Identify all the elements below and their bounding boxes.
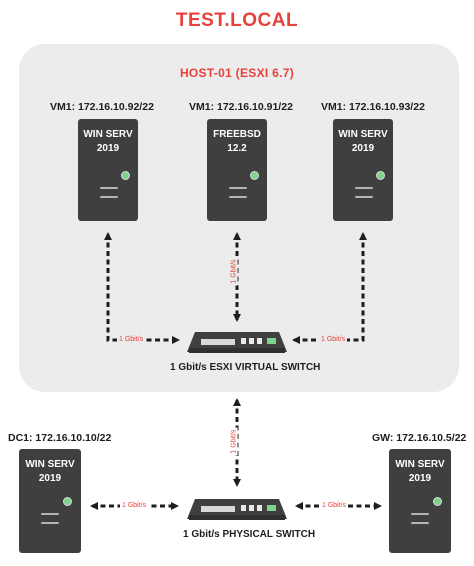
server-os-name: WIN SERV bbox=[25, 459, 75, 470]
vm-right-label: VM1: 172.16.10.93/22 bbox=[321, 101, 425, 113]
link-vm-left bbox=[104, 232, 180, 344]
vm-center-label: VM1: 172.16.10.91/22 bbox=[189, 101, 293, 113]
server-os-name: WIN SERV bbox=[83, 129, 133, 140]
power-led-icon bbox=[433, 497, 442, 506]
drive-slot bbox=[100, 196, 118, 198]
vm-left-server[interactable]: WIN SERV 2019 bbox=[78, 119, 138, 221]
speed-label-uplink: 1 Gbit/s bbox=[230, 427, 238, 456]
drive-slot bbox=[100, 187, 118, 189]
dc-label: DC1: 172.16.10.10/22 bbox=[8, 432, 112, 444]
drive-slot bbox=[41, 522, 59, 524]
drive-slot bbox=[411, 522, 429, 524]
speed-label-gw: 1 Gbit/s bbox=[320, 502, 349, 509]
server-os-version: 12.2 bbox=[227, 143, 247, 154]
speed-label-vm-left: 1 Gbit/s bbox=[117, 336, 146, 343]
server-os-version: 2019 bbox=[408, 473, 432, 484]
virtual-switch-icon[interactable] bbox=[185, 328, 289, 354]
drive-slot bbox=[41, 513, 59, 515]
diagram-title: TEST.LOCAL bbox=[175, 10, 299, 31]
speed-label-vm-right: 1 Gbit/s bbox=[319, 336, 348, 343]
drive-slot bbox=[229, 187, 247, 189]
server-os-name: WIN SERV bbox=[338, 129, 388, 140]
drive-slot bbox=[411, 513, 429, 515]
server-os-version: 2019 bbox=[38, 473, 62, 484]
server-os-name: WIN SERV bbox=[395, 459, 445, 470]
power-led-icon bbox=[376, 171, 385, 180]
gw-server[interactable]: WIN SERV 2019 bbox=[389, 449, 451, 553]
physical-switch-label: 1 Gbit/s PHYSICAL SWITCH bbox=[183, 529, 316, 540]
dc-server[interactable]: WIN SERV 2019 bbox=[19, 449, 81, 553]
speed-label-vm-center: 1 Gbit/s bbox=[230, 257, 238, 286]
power-led-icon bbox=[121, 171, 130, 180]
vm-right-server[interactable]: WIN SERV 2019 bbox=[333, 119, 393, 221]
vm-center-server[interactable]: FREEBSD 12.2 bbox=[207, 119, 267, 221]
server-os-name: FREEBSD bbox=[213, 129, 261, 140]
drive-slot bbox=[229, 196, 247, 198]
speed-label-dc: 1 Gbit/s bbox=[120, 502, 149, 509]
link-vm-right bbox=[292, 232, 367, 344]
vm-left-label: VM1: 172.16.10.92/22 bbox=[50, 101, 154, 113]
power-led-icon bbox=[250, 171, 259, 180]
power-led-icon bbox=[63, 497, 72, 506]
host-title: HOST-01 (ESXI 6.7) bbox=[179, 66, 295, 80]
physical-switch-icon[interactable] bbox=[185, 495, 289, 521]
virtual-switch-label: 1 Gbit/s ESXI VIRTUAL SWITCH bbox=[170, 362, 321, 373]
drive-slot bbox=[355, 187, 373, 189]
server-os-version: 2019 bbox=[96, 143, 120, 154]
drive-slot bbox=[355, 196, 373, 198]
gw-label: GW: 172.16.10.5/22 bbox=[372, 432, 467, 444]
server-os-version: 2019 bbox=[351, 143, 375, 154]
